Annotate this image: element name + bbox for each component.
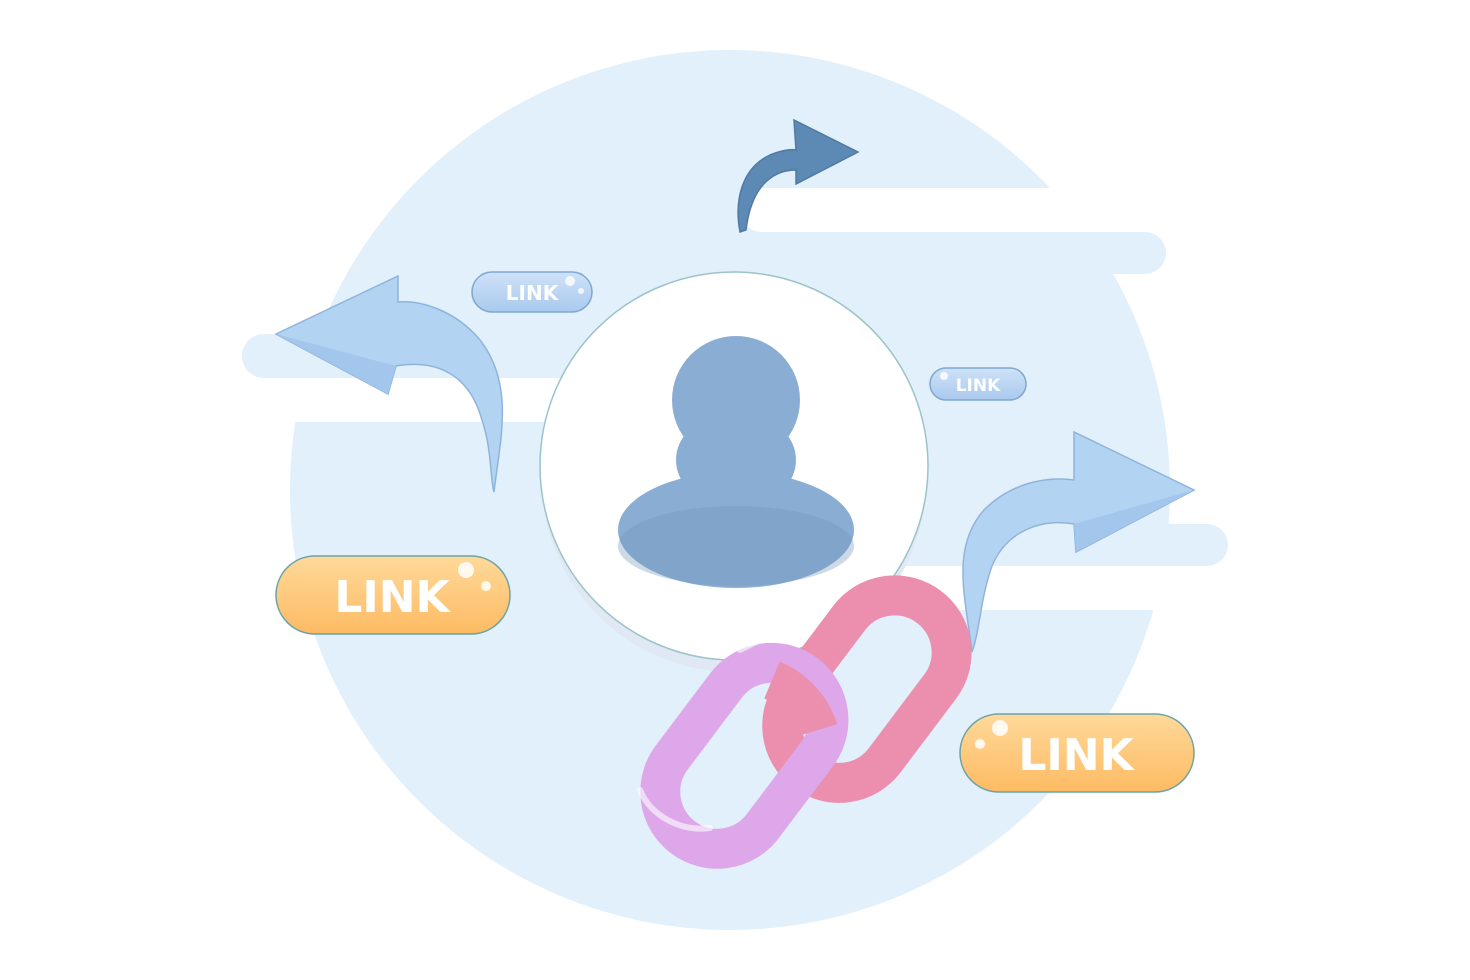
link-badge-large-left-label: LINK <box>334 572 451 623</box>
user-silhouette-icon <box>618 336 854 588</box>
backdrop-band <box>760 232 1166 274</box>
chain-link-icon <box>637 575 972 869</box>
chain-link-purple <box>640 642 849 869</box>
curved-arrow-right-icon <box>962 430 1196 653</box>
link-badge-small-top-label: LINK <box>506 281 560 305</box>
link-badge-small-right: LINK <box>929 367 1027 401</box>
link-badge-large-right: LINK <box>959 713 1195 793</box>
link-badge-large-right-label: LINK <box>1018 730 1135 781</box>
link-badge-small-top: LINK <box>471 271 593 313</box>
curved-arrow-left-icon <box>274 274 504 493</box>
link-badge-large-left: LINK <box>275 555 511 635</box>
link-badge-small-right-label: LINK <box>956 376 1001 396</box>
speed-stripe <box>740 188 1260 232</box>
curved-arrow-up-right-icon <box>737 118 860 233</box>
speed-stripe <box>880 566 1400 610</box>
backdrop-band <box>900 524 1228 566</box>
